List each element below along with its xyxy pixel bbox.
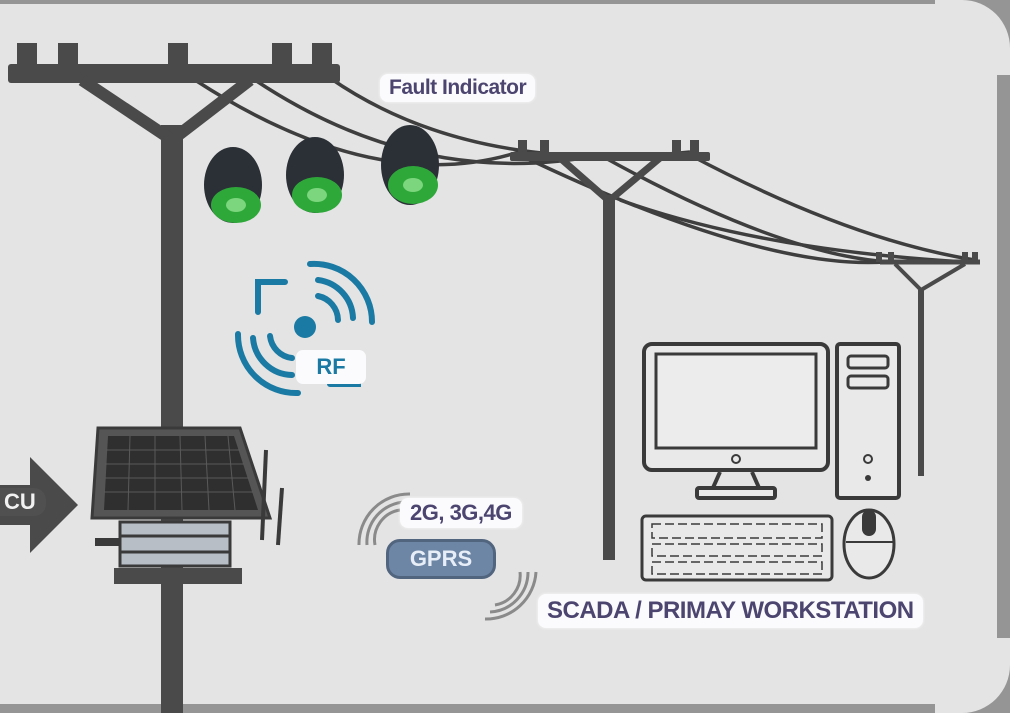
gprs-label: GPRS (386, 539, 496, 579)
rf-label: RF (296, 350, 366, 384)
rf-signal-icon (234, 260, 376, 397)
gprs-signal-arcs (357, 492, 538, 621)
fault-indicator-icon (204, 147, 262, 223)
workstation-icon (640, 342, 901, 582)
frame-right-border (997, 58, 1010, 648)
fault-indicators (204, 125, 439, 223)
frame-bottom-border (0, 704, 945, 713)
power-lines (194, 76, 976, 265)
main-pole (8, 43, 340, 713)
network-generations-label: 2G, 3G,4G (400, 498, 522, 528)
fault-indicator-icon (286, 137, 344, 213)
cu-label: CU (0, 488, 46, 516)
scada-workstation-label: SCADA / PRIMAY WORKSTATION (538, 594, 923, 628)
communication-unit-icon (90, 426, 284, 584)
secondary-pole (510, 140, 710, 560)
frame-corner-top-right (935, 0, 1010, 75)
fault-indicator-icon (381, 125, 439, 205)
far-pole (876, 252, 980, 476)
frame-corner-bottom-right (935, 638, 1010, 713)
fault-indicator-label: Fault Indicator (380, 74, 536, 102)
frame-top-border (0, 0, 945, 4)
